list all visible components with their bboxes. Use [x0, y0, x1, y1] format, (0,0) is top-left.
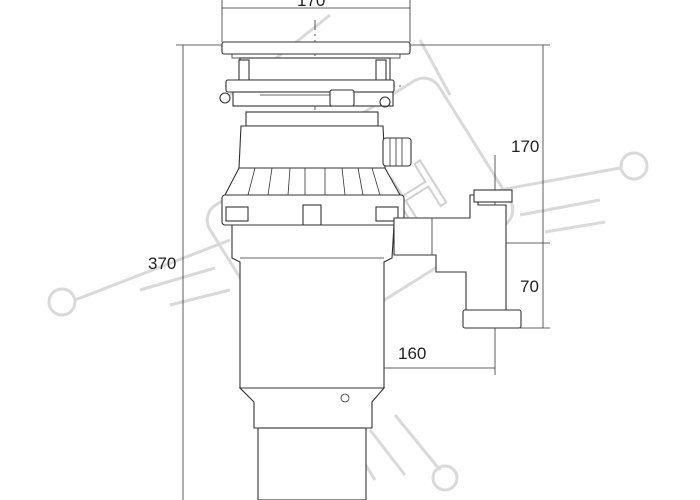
disposer-unit [219, 41, 522, 500]
dim-top-width: 170 [297, 0, 325, 10]
mounting-ring [219, 57, 395, 108]
dimension-labels: 170 170 370 70 160 [148, 0, 539, 363]
base [238, 387, 386, 429]
dishwasher-inlet [382, 137, 412, 167]
outlet-pipe [393, 189, 522, 329]
base-stand [257, 427, 367, 500]
dim-upper-height: 170 [511, 137, 539, 156]
upper-housing [245, 111, 379, 127]
dim-outlet-offset: 160 [398, 344, 426, 363]
dim-total-height: 370 [148, 254, 176, 273]
sink-flange [221, 41, 411, 55]
dim-outlet-drop: 70 [520, 277, 539, 296]
motor-housing [231, 224, 395, 389]
